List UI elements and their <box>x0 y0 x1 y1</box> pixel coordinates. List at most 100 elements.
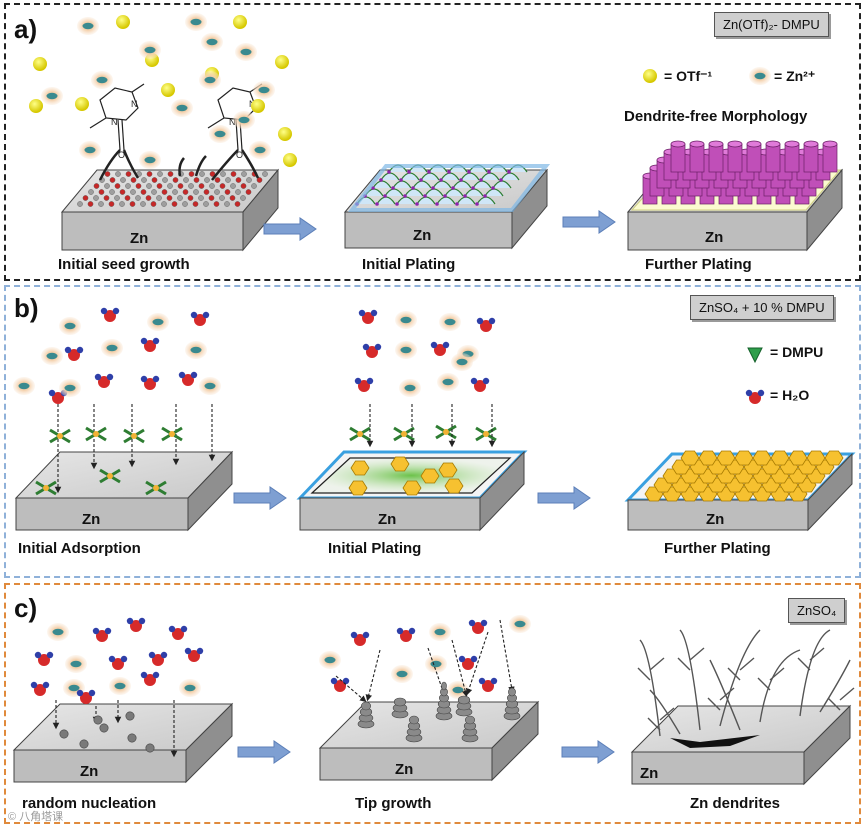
seed-atom <box>93 195 99 201</box>
seed-atom <box>241 171 247 177</box>
dmpu-molecule-left <box>89 83 145 181</box>
seed-atom <box>209 171 216 177</box>
svg-text:N: N <box>229 117 236 127</box>
zn-ion <box>139 151 161 169</box>
hex-nucleus <box>390 456 410 472</box>
tip-growth-arrow <box>365 649 381 702</box>
tip-growth-arrow <box>335 675 367 703</box>
plating-atom <box>455 202 459 206</box>
zn-ion <box>233 111 255 129</box>
svg-text:Zn: Zn <box>395 761 413 778</box>
zn-ion <box>437 373 459 391</box>
panel-c <box>4 583 861 824</box>
zn-ion <box>59 317 81 335</box>
tip-stack-layer <box>508 687 516 697</box>
zn-nucleus <box>145 743 155 753</box>
seed-atom <box>103 195 110 201</box>
panel-a-label: a) <box>14 14 38 44</box>
zn-ion <box>185 13 207 31</box>
hex-grain <box>806 450 826 466</box>
seed-atom <box>129 201 136 207</box>
slab-c1: Zn <box>12 702 234 784</box>
water-molecule <box>358 309 378 324</box>
seed-atom <box>177 195 183 201</box>
ion-cloud-c1 <box>30 617 204 704</box>
seed-atom <box>256 177 263 183</box>
seed-atom <box>157 171 163 177</box>
dendrite-branch <box>769 667 785 681</box>
water-molecule <box>76 689 96 704</box>
legend-otf-icon <box>643 69 657 83</box>
plating-atom <box>483 194 487 198</box>
caption-b1: Initial Adsorption <box>18 540 141 557</box>
seed-atom <box>140 201 146 207</box>
dendrite-branch <box>839 687 855 701</box>
hex-grain <box>788 450 808 466</box>
dendrite-branch <box>727 667 741 681</box>
seed-atom <box>224 201 230 207</box>
dendrite-branch <box>659 707 675 721</box>
seed-atom <box>162 177 168 183</box>
zn-ion <box>429 623 451 641</box>
water-molecule <box>126 617 146 632</box>
water-molecule <box>168 625 188 640</box>
seed-atom <box>220 171 226 177</box>
svg-text:Zn: Zn <box>378 511 396 528</box>
hex-grain <box>716 450 736 466</box>
zn-ion <box>185 341 207 359</box>
seed-atom <box>230 171 237 177</box>
svg-text:N: N <box>131 99 138 109</box>
seed-atom <box>234 201 241 207</box>
slab-a2: Zn <box>343 168 549 250</box>
seed-atom <box>151 189 157 195</box>
seed-atom <box>167 183 173 189</box>
plating-atom <box>507 170 511 174</box>
seed-atom <box>172 189 178 195</box>
seed-atom <box>245 189 252 195</box>
hex-column-top <box>689 140 705 148</box>
plating-atom <box>463 194 467 198</box>
tip-stack-layer <box>464 715 475 725</box>
zn-ion <box>235 43 257 61</box>
plating-atom <box>479 178 483 182</box>
seed-atom <box>145 195 152 201</box>
morphology-label: Dendrite-free Morphology <box>624 108 808 125</box>
seed-atom <box>161 189 168 195</box>
water-molecule <box>108 655 128 670</box>
water-molecule <box>64 346 84 361</box>
dendrite-strand <box>649 689 681 735</box>
plating-atom <box>403 194 407 198</box>
seed-atom <box>146 171 153 177</box>
zn-ion <box>395 311 417 329</box>
svg-text:Zn: Zn <box>705 229 723 246</box>
seed-atom <box>82 195 89 201</box>
watermark: © 八角塔课 <box>8 811 64 823</box>
zn-ion <box>425 655 447 673</box>
dendrite-strand <box>759 649 801 723</box>
plating-atom <box>419 178 423 182</box>
legend-otf: = OTf⁻¹ <box>664 68 713 84</box>
dendrite-branch <box>647 717 661 731</box>
hex-nucleus <box>420 468 440 484</box>
slab-c3: Zn <box>630 704 852 786</box>
plating-atom <box>399 178 403 182</box>
caption-a2: Initial Plating <box>362 256 456 273</box>
zn-nucleus <box>93 715 103 725</box>
hex-column <box>708 143 724 173</box>
zn-ion <box>59 379 81 397</box>
zn-ion <box>199 71 221 89</box>
seed-atom <box>135 183 142 189</box>
seed-atom <box>214 177 221 183</box>
plating-atom <box>423 194 427 198</box>
hex-column <box>727 143 743 173</box>
otf-anion <box>233 15 247 29</box>
seed-atom <box>187 195 194 201</box>
hex-nucleus <box>438 462 458 478</box>
svg-text:O: O <box>118 150 125 160</box>
water-molecule <box>140 337 160 352</box>
hex-column <box>746 143 762 173</box>
seed-atom <box>108 201 115 207</box>
dendrite-branch <box>649 657 665 671</box>
seed-atom <box>204 177 210 183</box>
